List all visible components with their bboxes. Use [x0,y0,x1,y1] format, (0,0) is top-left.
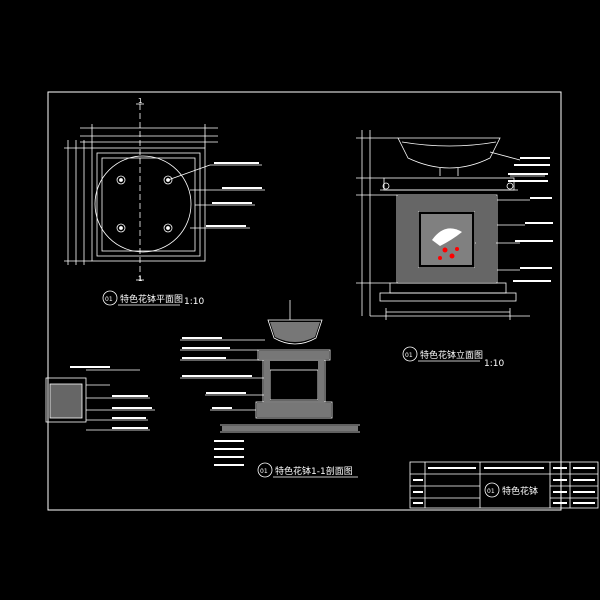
title-block-name-group: 01 特色花钵 [484,482,538,498]
plan-number: 01 [105,296,113,303]
section-hatch [222,322,358,431]
plan-scale: 1:10 [184,297,204,307]
plan-view [64,103,265,281]
title-block-text [413,467,595,504]
title-block-number: 01 [487,488,495,495]
detail-view [45,369,155,431]
elevation-stone-texture [398,196,496,282]
elevation-number: 01 [405,352,413,359]
section-number: 01 [260,468,268,475]
elevation-view [356,130,545,320]
section-view [180,300,360,433]
section-title: 特色花钵1-1剖面图 [275,465,353,477]
detail-leader-text [70,366,152,429]
plan-title-group: 01 特色花钵平面图 1:10 [102,290,204,307]
title-block [409,461,599,509]
elevation-title-group: 01 特色花钵立面图 1:10 [402,346,504,369]
section-mark-top: 1 [138,97,142,105]
elevation-panel [421,214,472,265]
elevation-title: 特色花钵立面图 [420,349,483,361]
section-mark-bottom: 1 [138,275,142,283]
plan-title: 特色花钵平面图 [120,293,183,305]
section-leader-text [182,337,252,466]
sheet-border [47,91,562,511]
elevation-leader-text [508,157,553,282]
title-block-drawing-name: 特色花钵 [502,485,538,497]
section-title-group: 01 特色花钵1-1剖面图 [257,462,358,478]
elevation-scale: 1:10 [484,359,504,369]
plan-leader-text [206,162,262,227]
